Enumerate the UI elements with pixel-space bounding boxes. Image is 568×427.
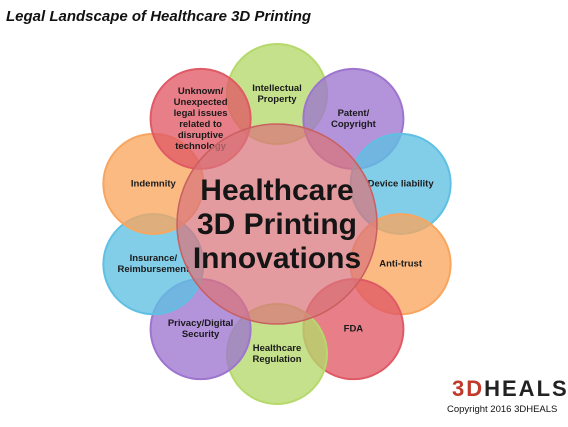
brand-logo: 3DHEALS	[452, 376, 568, 402]
node-label-insurance-reimbursement: Insurance/Reimbursement	[117, 253, 190, 275]
node-label-patent-copyright-line: Patent/	[338, 108, 370, 119]
node-label-privacy-digital-security-line: Security	[182, 329, 220, 340]
node-label-anti-trust: Anti-trust	[379, 259, 423, 270]
node-label-intellectual-property-line: Property	[257, 94, 297, 105]
brand-logo-3d: 3D	[452, 376, 485, 401]
diagram-title: Legal Landscape of Healthcare 3D Printin…	[6, 8, 312, 25]
node-label-privacy-digital-security-line: Privacy/Digital	[168, 318, 233, 329]
node-label-insurance-reimbursement-line: Insurance/	[130, 253, 178, 264]
node-label-patent-copyright-line: Copyright	[331, 119, 377, 130]
node-label-device-liability-line: Device liability	[368, 178, 435, 189]
node-label-indemnity: Indemnity	[131, 178, 177, 189]
center-label-line: 3D Printing	[197, 208, 357, 241]
node-label-unknown-legal-issues-line: Unexpected	[174, 97, 228, 108]
node-label-unknown-legal-issues-line: technology	[175, 141, 226, 152]
node-label-healthcare-regulation-line: Healthcare	[253, 343, 302, 354]
brand-logo-heals: HEALS	[484, 376, 568, 401]
node-label-fda: FDA	[344, 324, 364, 335]
node-label-patent-copyright: Patent/Copyright	[331, 108, 377, 130]
node-label-device-liability: Device liability	[368, 178, 435, 189]
node-label-anti-trust-line: Anti-trust	[379, 259, 423, 270]
center-label-line: Innovations	[193, 242, 361, 275]
node-label-insurance-reimbursement-line: Reimbursement	[117, 264, 190, 275]
node-label-healthcare-regulation-line: Regulation	[252, 354, 301, 365]
center-label-line: Healthcare	[200, 174, 353, 207]
node-label-intellectual-property-line: Intellectual	[252, 83, 302, 94]
node-label-unknown-legal-issues-line: related to	[179, 119, 222, 130]
node-label-unknown-legal-issues-line: Unknown/	[178, 86, 224, 97]
node-label-indemnity-line: Indemnity	[131, 178, 177, 189]
node-label-unknown-legal-issues-line: legal issues	[174, 108, 228, 119]
center-circle	[176, 123, 378, 325]
copyright-text: Copyright 2016 3DHEALS	[447, 404, 558, 415]
node-label-fda-line: FDA	[344, 324, 364, 335]
node-label-unknown-legal-issues-line: disruptive	[178, 130, 223, 141]
